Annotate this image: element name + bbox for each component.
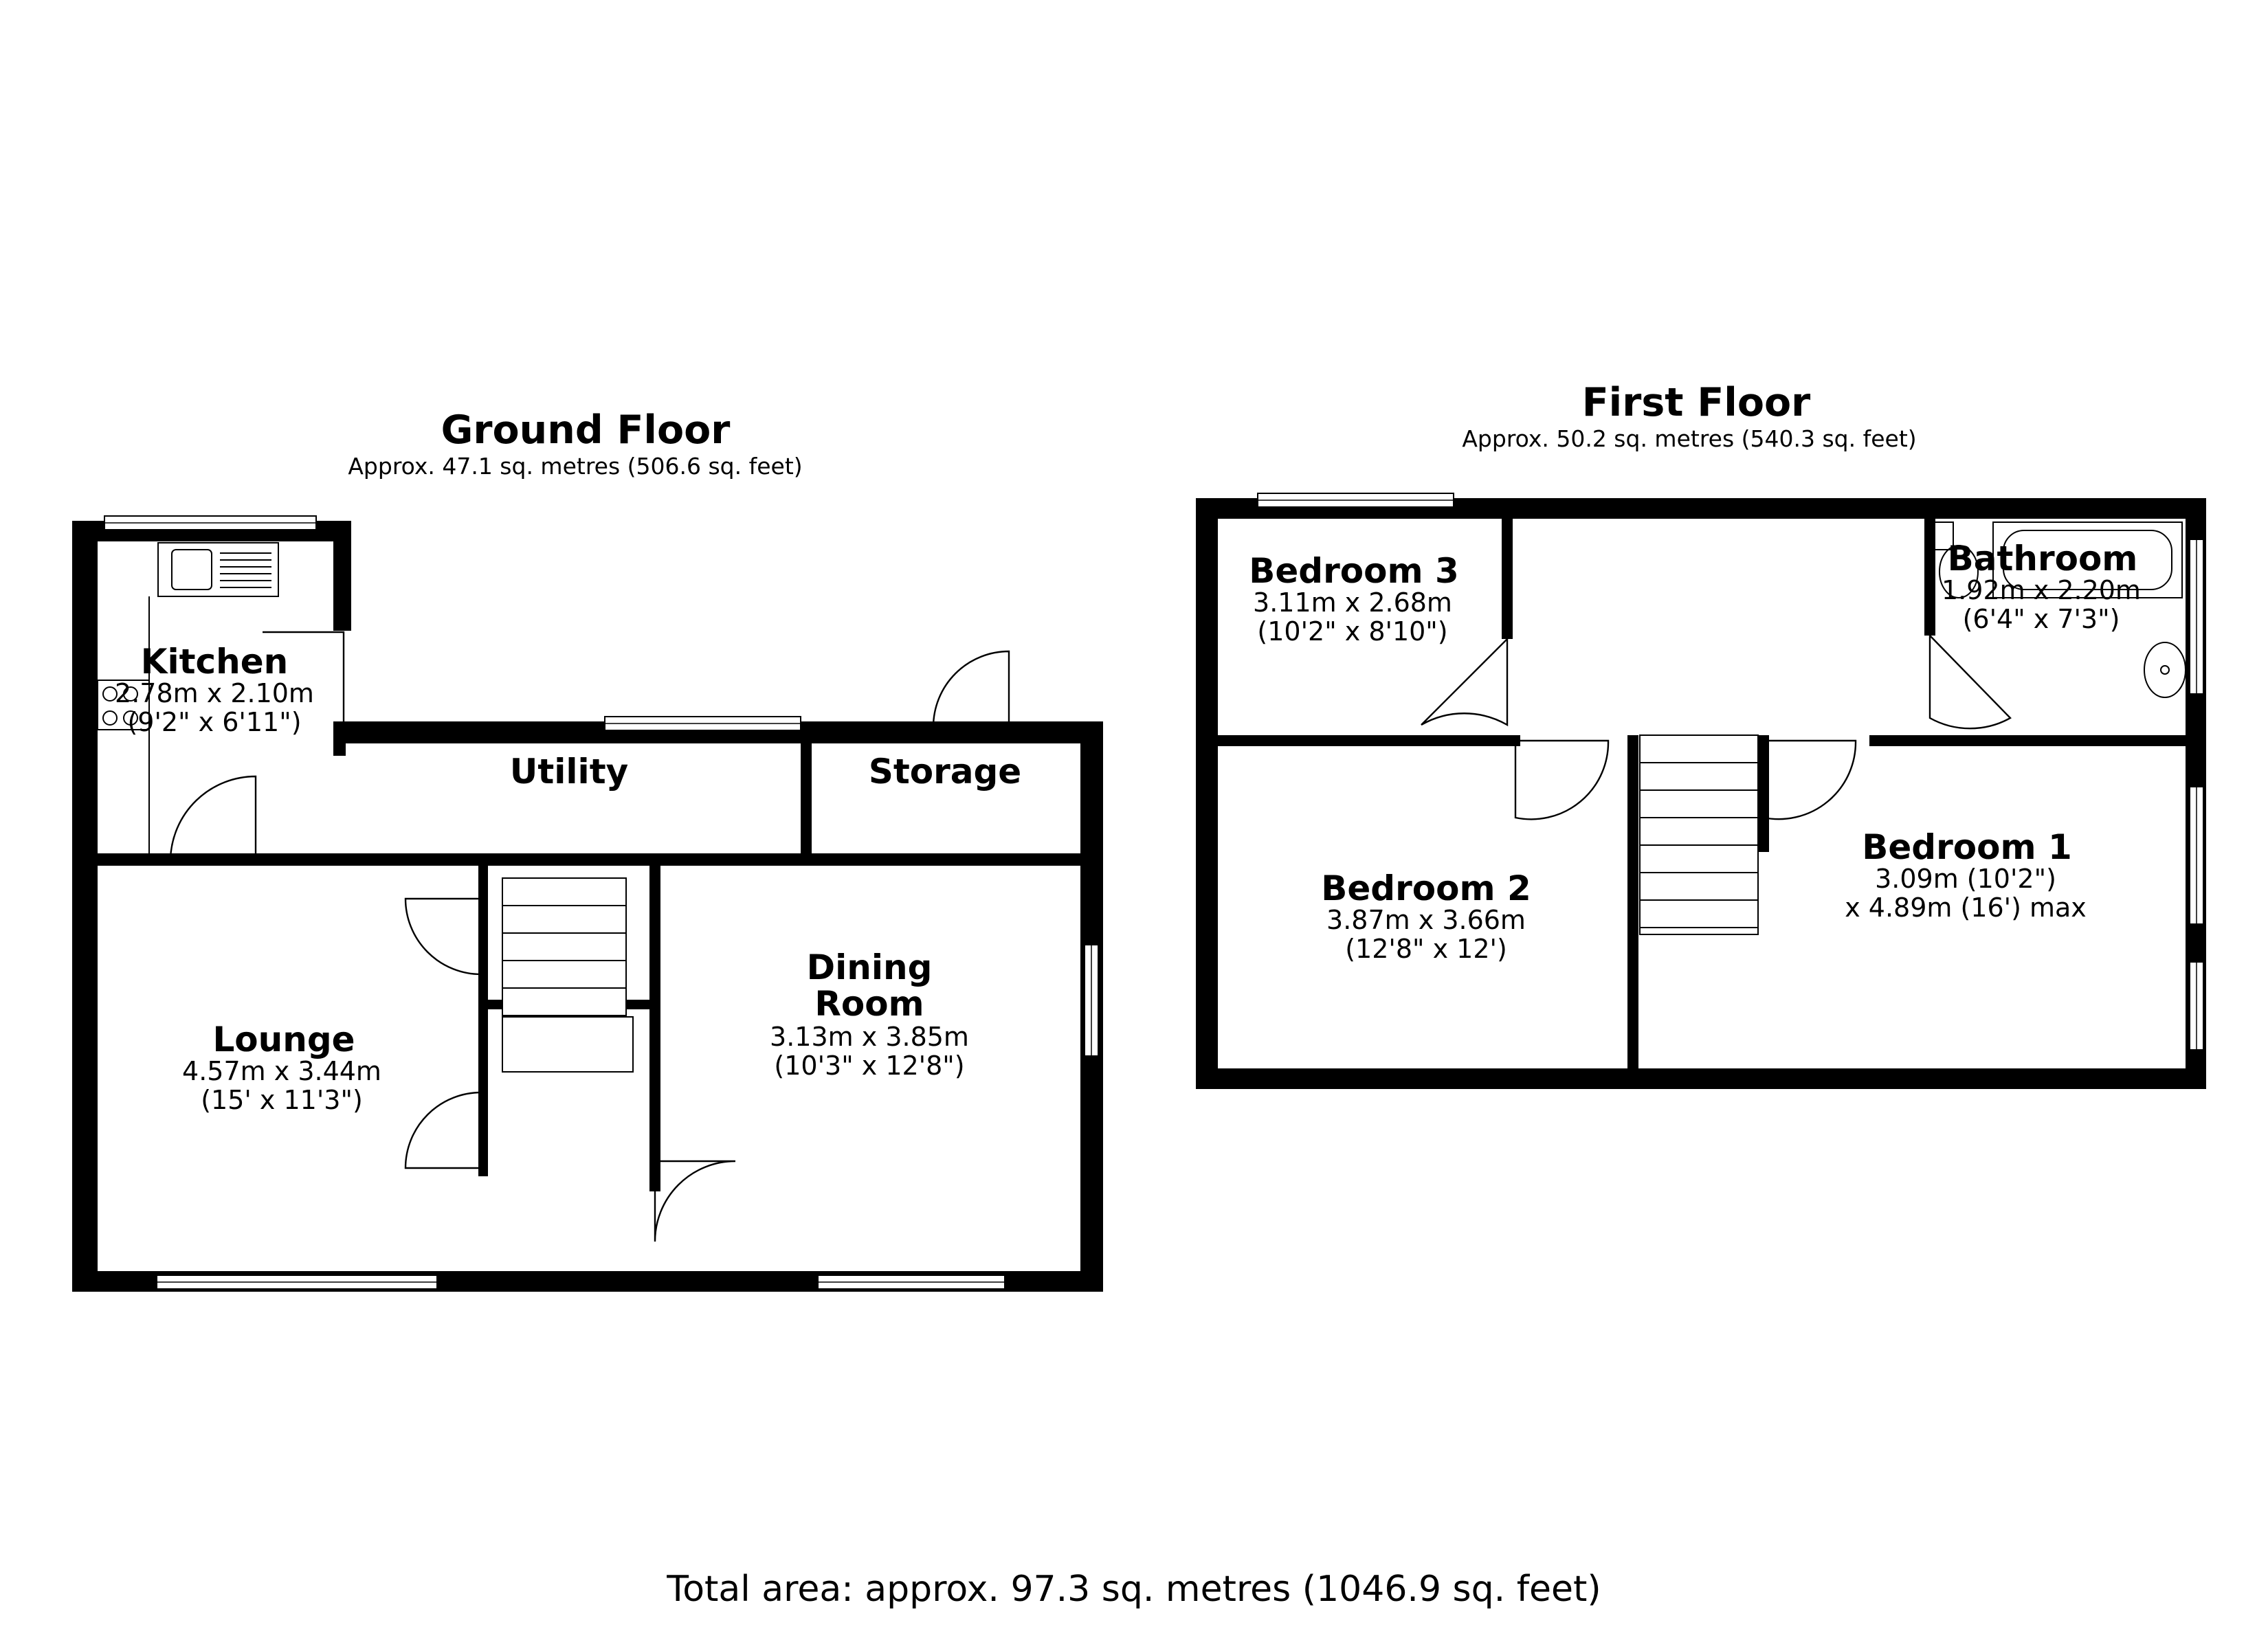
bedroom3-dim-metric: 3.11m x 2.68m [1253, 587, 1452, 618]
window [156, 1275, 438, 1290]
window [1257, 493, 1454, 508]
door [1514, 739, 1610, 820]
bathroom-dim-imperial: (6'4" x 7'3") [1963, 604, 2120, 634]
wall [72, 521, 98, 1292]
bath-icon [1992, 521, 2183, 598]
wall [1627, 735, 1638, 1068]
first-floor-title: First Floor [1582, 380, 1811, 425]
kitchen-name: Kitchen [141, 642, 289, 682]
door [1762, 739, 1857, 820]
ground-floor-plan: Ground Floor Approx. 47.1 sq. metres (50… [72, 407, 1103, 1292]
kitchen-dim-imperial: (9'2" x 6'11") [127, 707, 301, 737]
staircase [1639, 734, 1759, 935]
kitchen-sink-icon [157, 542, 279, 597]
wall [1869, 735, 2186, 746]
window [817, 1275, 1005, 1290]
storage-name: Storage [869, 752, 1021, 792]
bedroom1-dim-line2: x 4.89m (16') max [1845, 893, 2087, 923]
dining-name-line1: Dining [807, 947, 933, 987]
wall [1924, 519, 1935, 636]
total-area: Total area: approx. 97.3 sq. metres (104… [666, 1569, 1601, 1610]
door [263, 631, 345, 721]
window [2189, 539, 2204, 695]
window [2189, 961, 2204, 1051]
lounge-name: Lounge [212, 1020, 355, 1059]
kitchen-dim-metric: 2.78m x 2.10m [115, 678, 314, 708]
basin-icon [2144, 642, 2186, 698]
door [654, 1160, 736, 1242]
wall [801, 721, 812, 866]
wall [333, 721, 346, 756]
bedroom3-dim-imperial: (10'2" x 8'10") [1257, 616, 1447, 647]
ground-floor-title: Ground Floor [441, 407, 731, 453]
window [604, 716, 801, 731]
door [404, 1091, 482, 1169]
bedroom1-dim-line1: 3.09m (10'2") [1875, 864, 2056, 894]
ground-floor-area: Approx. 47.1 sq. metres (506.6 sq. feet) [348, 453, 802, 480]
bedroom2-name: Bedroom 2 [1321, 868, 1531, 908]
wall [1196, 498, 1218, 1089]
bathroom-dim-metric: 1.92m x 2.20m [1942, 575, 2141, 605]
toilet-icon [1932, 521, 1979, 598]
bedroom2-dim-metric: 3.87m x 3.66m [1326, 905, 1526, 935]
window [104, 515, 317, 530]
door [1928, 633, 2012, 730]
window [2189, 786, 2204, 925]
dining-dim-metric: 3.13m x 3.85m [770, 1022, 969, 1052]
wall [649, 853, 660, 1176]
door [169, 775, 257, 860]
dining-name-line2: Room [814, 984, 924, 1024]
lounge-dim-metric: 4.57m x 3.44m [182, 1056, 381, 1086]
door [1421, 637, 1509, 727]
window [1084, 944, 1099, 1057]
bedroom3-name: Bedroom 3 [1249, 551, 1458, 591]
wall [478, 853, 488, 1176]
wall [1196, 1068, 2206, 1089]
door [404, 897, 482, 976]
lounge-dim-imperial: (15' x 11'3") [201, 1085, 363, 1115]
dining-dim-imperial: (10'3" x 12'8") [774, 1051, 964, 1081]
first-floor-plan: First Floor Approx. 50.2 sq. metres (540… [1196, 380, 2206, 1089]
staircase [502, 877, 634, 1073]
utility-name: Utility [510, 752, 628, 792]
bedroom1-name: Bedroom 1 [1862, 827, 2071, 867]
door [932, 650, 1010, 728]
wall [1502, 519, 1513, 639]
bedroom2-dim-imperial: (12'8" x 12') [1345, 934, 1507, 964]
bathroom-name: Bathroom [1948, 539, 2138, 579]
wall [72, 853, 1103, 866]
first-floor-area: Approx. 50.2 sq. metres (540.3 sq. feet) [1462, 425, 1916, 452]
wall [1218, 735, 1520, 746]
wall [333, 521, 351, 631]
